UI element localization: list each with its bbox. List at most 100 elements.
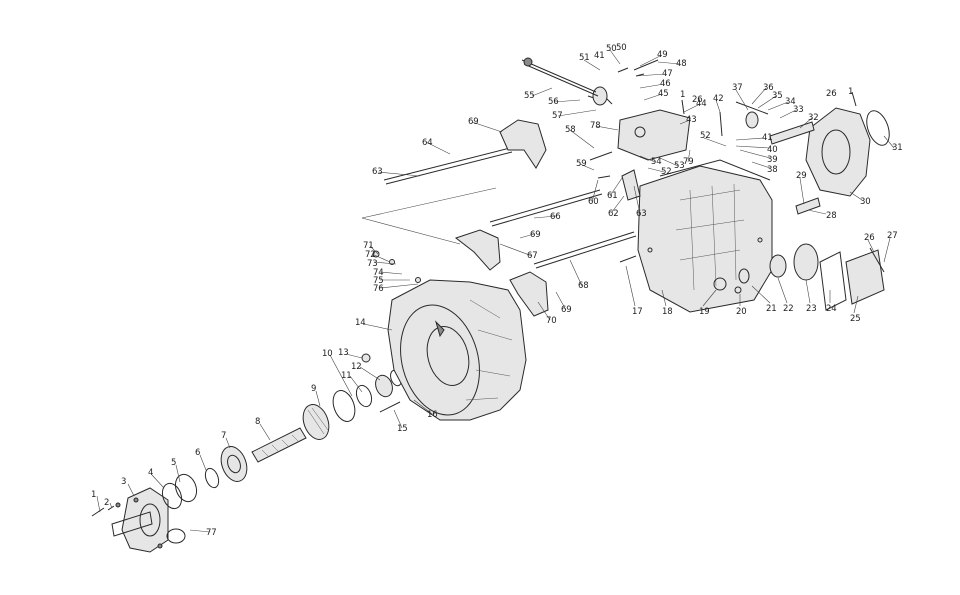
- callout-32: 32: [808, 113, 819, 123]
- callout-79: 79: [683, 157, 694, 167]
- leader-line: [349, 375, 363, 393]
- leader-line: [625, 265, 636, 307]
- leader-line: [751, 87, 767, 105]
- leader-line: [189, 529, 211, 533]
- leader-line: [659, 157, 679, 167]
- leader-line: [175, 464, 181, 483]
- rear-extension-housing: [805, 107, 890, 197]
- leader-line: [371, 253, 391, 263]
- leader-line: [499, 243, 533, 257]
- callout-52: 52: [700, 131, 711, 141]
- leader-line: [702, 289, 717, 307]
- leader-line: [703, 137, 727, 147]
- synchro-rings: [332, 353, 402, 422]
- callout-48: 48: [676, 59, 687, 69]
- leader-line: [735, 89, 749, 111]
- leader-line: [687, 149, 691, 163]
- callout-26: 26: [864, 233, 875, 243]
- leader-line: [413, 399, 433, 415]
- callout-1: 1: [680, 90, 686, 100]
- callout-10: 10: [322, 349, 333, 359]
- callout-78: 78: [590, 121, 601, 131]
- callout-26: 26: [692, 95, 703, 105]
- callout-43: 43: [686, 115, 697, 125]
- callout-67: 67: [527, 251, 538, 261]
- leader-line: [151, 474, 165, 489]
- callout-63: 63: [636, 209, 647, 219]
- callout-5: 5: [171, 458, 177, 468]
- callout-72: 72: [365, 250, 376, 260]
- front-bearing-retainer: [111, 487, 169, 553]
- input-shaft: [251, 404, 330, 463]
- leader-line: [583, 59, 601, 71]
- callout-13: 13: [338, 348, 349, 358]
- callout-53: 53: [674, 161, 685, 171]
- shift-rod-middle: [454, 189, 603, 271]
- leader-line: [661, 289, 667, 307]
- leader-line: [867, 239, 875, 253]
- leader-line: [799, 177, 805, 205]
- callout-45: 45: [658, 89, 669, 99]
- leader-line: [329, 354, 353, 397]
- leader-line: [345, 353, 363, 359]
- leader-line: [757, 95, 777, 109]
- leader-line: [363, 323, 393, 331]
- leader-line: [639, 83, 665, 89]
- leader-line: [609, 177, 623, 197]
- leader-line: [657, 61, 681, 65]
- callout-24: 24: [826, 304, 837, 314]
- input-bearing: [220, 446, 248, 482]
- callout-40: 40: [767, 145, 778, 155]
- leader-line: [853, 295, 859, 314]
- leader-line: [609, 49, 621, 65]
- callout-7: 7: [221, 431, 227, 441]
- leader-line: [373, 261, 397, 265]
- callout-52: 52: [661, 167, 672, 177]
- leader-line: [643, 93, 663, 101]
- leader-line: [683, 103, 701, 113]
- callout-16: 16: [427, 410, 438, 420]
- callout-73: 73: [367, 259, 378, 269]
- leader-line: [519, 233, 535, 239]
- leader-line: [259, 423, 271, 441]
- callout-25: 25: [850, 314, 861, 324]
- callout-76: 76: [373, 284, 384, 294]
- leader-line: [199, 454, 207, 471]
- leader-line: [425, 141, 451, 155]
- retainer-seal-ring: [161, 467, 220, 544]
- callout-77: 77: [206, 528, 217, 538]
- callout-38: 38: [767, 165, 778, 175]
- callout-27: 27: [887, 231, 898, 241]
- callout-41: 41: [594, 51, 605, 61]
- callout-68: 68: [578, 281, 589, 291]
- callout-39: 39: [767, 155, 778, 165]
- leader-line: [569, 129, 595, 149]
- callout-17: 17: [632, 307, 643, 317]
- leader-line: [639, 155, 656, 163]
- leader-line: [779, 109, 797, 119]
- callout-22: 22: [783, 304, 794, 314]
- callout-2: 2: [104, 498, 110, 508]
- callout-15: 15: [397, 424, 408, 434]
- callout-1: 1: [848, 87, 854, 97]
- callout-19: 19: [699, 307, 710, 317]
- callout-1: 1: [91, 490, 97, 500]
- callout-11: 11: [341, 371, 352, 381]
- leader-line: [735, 145, 771, 149]
- assembly-guide-lines: [361, 187, 497, 245]
- callout-20: 20: [736, 307, 747, 317]
- leader-line: [579, 163, 595, 171]
- callout-29: 29: [796, 171, 807, 181]
- callout-6: 6: [195, 448, 201, 458]
- callout-50: 50: [616, 43, 627, 53]
- leader-line: [751, 161, 771, 169]
- callout-3: 3: [121, 477, 127, 487]
- callout-30: 30: [860, 197, 871, 207]
- leader-line: [751, 285, 771, 304]
- shift-lever: [521, 57, 599, 97]
- leader-line: [679, 119, 691, 125]
- callout-31: 31: [892, 143, 903, 153]
